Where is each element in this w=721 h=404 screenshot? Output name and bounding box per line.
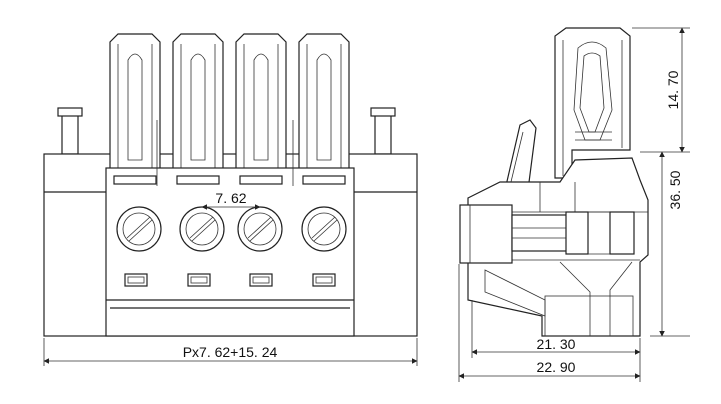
wire-openings [124, 273, 336, 287]
side-upper-housing [554, 27, 631, 179]
pitch-label: 7. 62 [215, 190, 246, 206]
pitch-dimension: 7. 62 [201, 190, 261, 210]
side-base-width-label: 21. 30 [537, 336, 576, 352]
total-width-dimension: Px7. 62+15. 24 [43, 338, 418, 366]
slot-row [113, 175, 346, 185]
side-total-width-label: 22. 90 [537, 359, 576, 375]
side-total-width-dimension: 22. 90 [458, 264, 641, 382]
right-post [370, 107, 396, 155]
side-base-width-dimension: 21. 30 [471, 300, 641, 382]
total-height-dimension: 36. 50 [650, 151, 690, 337]
top-height-dimension: 14. 70 [632, 27, 690, 153]
screw-3 [237, 206, 283, 252]
release-fingers [109, 33, 350, 179]
total-width-label: Px7. 62+15. 24 [183, 344, 278, 360]
side-latch [504, 119, 537, 191]
side-view: 14. 70 36. 50 21. 30 22. 90 [458, 27, 690, 382]
side-screw-section [459, 204, 635, 264]
screw-4 [301, 206, 347, 252]
screw-2 [179, 206, 225, 252]
left-post [57, 107, 83, 155]
top-height-label: 14. 70 [665, 70, 681, 109]
screw-1 [116, 206, 162, 252]
screw-row [116, 206, 347, 252]
front-view: 7. 62 Px7. 62+15. 24 [43, 33, 418, 366]
total-height-label: 36. 50 [667, 170, 683, 209]
